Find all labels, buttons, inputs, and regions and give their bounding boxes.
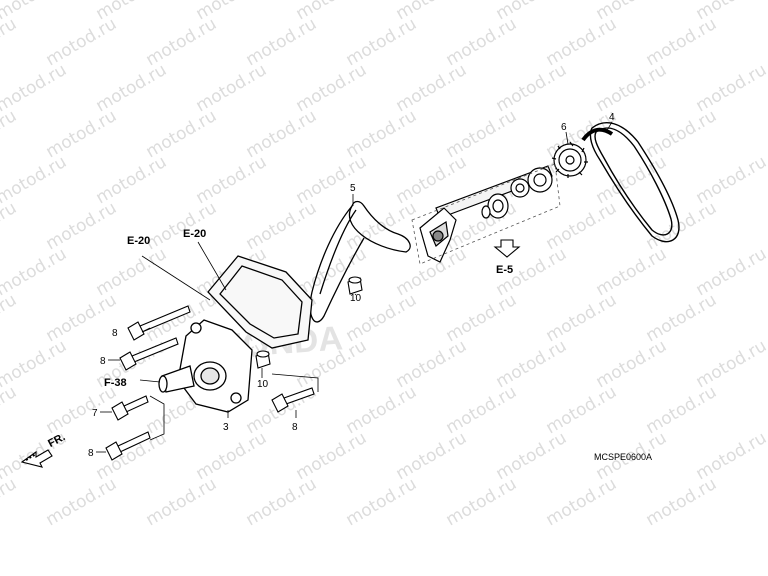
- watermark-text: motod.ru: [343, 106, 421, 162]
- bolt-8-mid[interactable]: [119, 337, 179, 371]
- bolt-7[interactable]: [111, 395, 149, 421]
- water-pump-body[interactable]: [158, 255, 313, 413]
- drive-chain[interactable]: [581, 122, 680, 243]
- watermark-text: motod.ru: [693, 152, 768, 208]
- watermark-text: motod.ru: [193, 428, 271, 484]
- bolt-8-top[interactable]: [127, 305, 191, 341]
- watermark-text: motod.ru: [93, 244, 171, 300]
- watermark-text: motod.ru: [493, 60, 571, 116]
- watermark-text: motod.ru: [43, 198, 121, 254]
- watermark-text: motod.ru: [643, 382, 721, 438]
- pump-shaft-assembly[interactable]: [419, 165, 553, 263]
- watermark-text: motod.ru: [643, 198, 721, 254]
- watermark-text: motod.ru: [193, 60, 271, 116]
- watermark-text: motod.ru: [43, 106, 121, 162]
- watermark-text: motod.ru: [343, 474, 421, 530]
- watermark-text: motod.ru: [293, 428, 371, 484]
- watermark-text: motod.ru: [393, 428, 471, 484]
- watermark-text: motod.ru: [343, 382, 421, 438]
- watermark-text: motod.ru: [593, 244, 671, 300]
- watermark-text: motod.ru: [693, 60, 768, 116]
- watermark-text: motod.ru: [443, 290, 521, 346]
- shaft-group-outline: [411, 163, 561, 265]
- watermark-text: motod.ru: [593, 336, 671, 392]
- label-part-3: 3: [223, 422, 229, 433]
- diagram-code: MCSPE0600A: [594, 452, 652, 462]
- watermark-text: motod.ru: [143, 474, 221, 530]
- pump-sprocket[interactable]: [551, 141, 588, 178]
- watermark-text: motod.ru: [543, 198, 621, 254]
- watermark-text: motod.ru: [393, 336, 471, 392]
- watermark-text: motod.ru: [593, 152, 671, 208]
- watermark-text: motod.ru: [0, 290, 20, 346]
- ref-e20-right[interactable]: E-20: [183, 228, 206, 240]
- watermark-text: motod.ru: [493, 336, 571, 392]
- watermark-text: motod.ru: [43, 474, 121, 530]
- watermark-text: motod.ru: [143, 14, 221, 70]
- watermark-text: motod.ru: [0, 198, 20, 254]
- watermark-text: motod.ru: [693, 336, 768, 392]
- watermark-text: motod.ru: [443, 382, 521, 438]
- watermark-text: motod.ru: [643, 14, 721, 70]
- watermark-text: motod.ru: [43, 14, 121, 70]
- bolt-8-right[interactable]: [271, 387, 315, 413]
- watermark-text: motod.ru: [143, 198, 221, 254]
- watermark-text: motod.ru: [243, 14, 321, 70]
- watermark-text: motod.ru: [593, 60, 671, 116]
- ref-f38[interactable]: F-38: [104, 377, 127, 389]
- dowel-pin-lower[interactable]: [255, 350, 271, 369]
- watermark-text: motod.ru: [693, 244, 768, 300]
- watermark-text: motod.ru: [443, 474, 521, 530]
- watermark-text: motod.ru: [443, 106, 521, 162]
- watermark-text: motod.ru: [543, 474, 621, 530]
- watermark-text: motod.ru: [243, 106, 321, 162]
- watermark-text: motod.ru: [293, 60, 371, 116]
- watermark-text: motod.ru: [693, 428, 768, 484]
- watermark-text: motod.ru: [43, 290, 121, 346]
- label-part-7: 7: [92, 408, 98, 419]
- watermark-text: motod.ru: [243, 474, 321, 530]
- watermark-text: motod.ru: [293, 152, 371, 208]
- e5-arrow[interactable]: [493, 239, 521, 258]
- label-part-8-right: 8: [292, 422, 298, 433]
- label-part-8-mid: 8: [100, 356, 106, 367]
- label-part-8-bottom: 8: [88, 448, 94, 459]
- label-part-6: 6: [561, 122, 567, 133]
- label-part-10-lower: 10: [257, 379, 269, 390]
- watermark-text: motod.ru: [543, 382, 621, 438]
- watermark-text: motod.ru: [93, 152, 171, 208]
- dowel-pin-upper[interactable]: [347, 276, 363, 295]
- watermark-text: motod.ru: [43, 382, 121, 438]
- label-part-5: 5: [350, 183, 356, 194]
- watermark-text: motod.ru: [0, 474, 20, 530]
- watermark-text: motod.ru: [643, 474, 721, 530]
- watermark-text: motod.ru: [243, 198, 321, 254]
- watermark-text: motod.ru: [0, 382, 20, 438]
- bolt-8-bottom[interactable]: [105, 431, 151, 461]
- pump-o-ring[interactable]: [309, 200, 411, 323]
- watermark-text: motod.ru: [543, 14, 621, 70]
- watermark-text: motod.ru: [543, 290, 621, 346]
- front-arrow-icon: [20, 449, 53, 468]
- watermark-text: motod.ru: [193, 152, 271, 208]
- ref-e20-left[interactable]: E-20: [127, 235, 150, 247]
- watermark-text: motod.ru: [443, 14, 521, 70]
- watermark-text: motod.ru: [643, 106, 721, 162]
- watermark-text: motod.ru: [93, 60, 171, 116]
- ref-e5[interactable]: E-5: [496, 264, 513, 276]
- watermark-text: motod.ru: [493, 428, 571, 484]
- watermark-text: motod.ru: [643, 290, 721, 346]
- leader-lines: [96, 121, 613, 453]
- watermark-text: motod.ru: [143, 106, 221, 162]
- watermark-text: motod.ru: [0, 106, 20, 162]
- label-part-10-upper: 10: [350, 293, 362, 304]
- label-part-8-top: 8: [112, 328, 118, 339]
- watermark-text: motod.ru: [343, 14, 421, 70]
- watermark-text: motod.ru: [393, 60, 471, 116]
- label-part-4: 4: [609, 112, 615, 123]
- watermark-text: motod.ru: [0, 14, 20, 70]
